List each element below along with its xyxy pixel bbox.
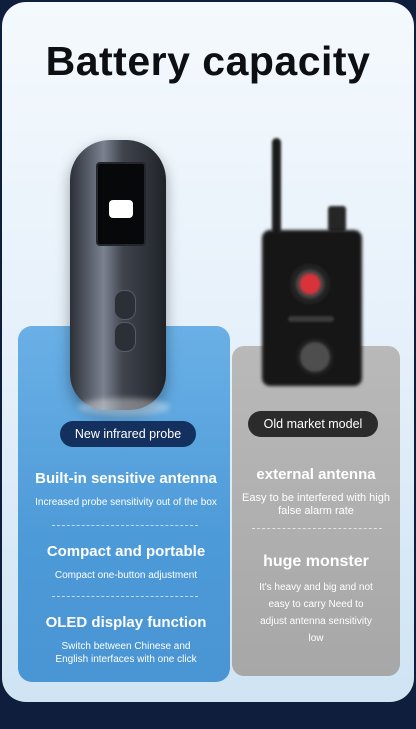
page-title: Battery capacity — [45, 38, 371, 84]
feature-desc: Easy to be interfered with high false al… — [242, 492, 390, 517]
feature-heading: Compact and portable — [46, 543, 206, 560]
feature-external-antenna: external antenna Easy to be interfered w… — [236, 466, 396, 518]
feature-desc: Switch between Chinese and English inter… — [55, 641, 197, 665]
feature-huge-monster: huge monster It's heavy and big and not … — [236, 553, 396, 647]
feature-heading: OLED display function — [45, 614, 207, 631]
new-model-badge: New infrared probe — [60, 421, 196, 447]
feature-heading: huge monster — [263, 553, 369, 570]
feature-compact: Compact and portable Compact one-button … — [22, 543, 230, 582]
knob-image — [328, 206, 346, 232]
feature-desc: Increased probe sensitivity out of the b… — [35, 497, 217, 508]
divider — [252, 528, 382, 529]
slot-image — [288, 316, 334, 322]
probe-reflection — [78, 398, 170, 416]
feature-antenna: Built-in sensitive antenna Increased pro… — [22, 470, 230, 509]
old-model-panel — [232, 346, 400, 676]
infrared-probe-image — [70, 140, 166, 410]
probe-button-upper — [114, 290, 136, 320]
feature-desc: Compact one-button adjustment — [54, 570, 198, 581]
antenna-image — [272, 138, 281, 234]
feature-heading: external antenna — [256, 466, 376, 483]
feature-desc: It's heavy and big and not easy to carry… — [259, 582, 373, 644]
divider — [52, 596, 198, 597]
feature-heading: Built-in sensitive antenna — [35, 470, 217, 487]
lens-image — [290, 264, 330, 304]
divider — [52, 525, 198, 526]
probe-button-lower — [114, 322, 136, 352]
round-button-image — [296, 338, 334, 376]
oled-screen — [96, 162, 146, 246]
old-model-badge: Old market model — [248, 411, 378, 437]
camera-icon — [109, 200, 133, 218]
feature-oled: OLED display function Switch between Chi… — [22, 614, 230, 666]
